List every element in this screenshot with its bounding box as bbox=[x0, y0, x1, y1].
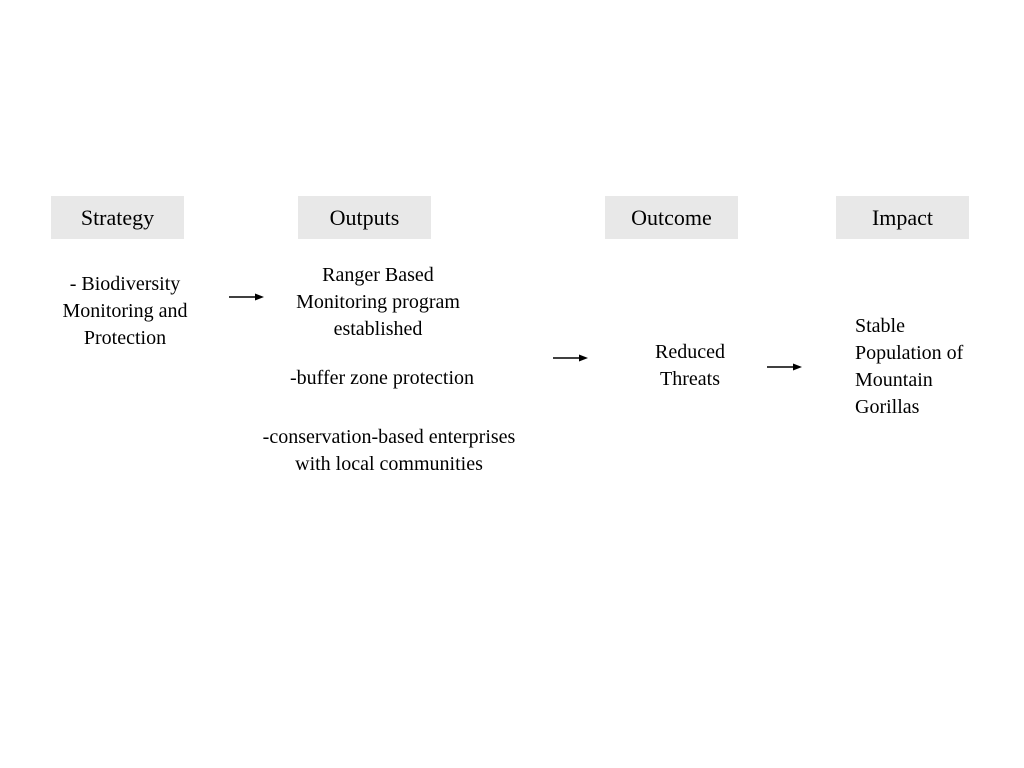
arrow-outputs-to-outcome bbox=[553, 353, 589, 363]
impact-text: Stable Population of Mountain Gorillas bbox=[855, 315, 964, 418]
strategy-text: - Biodiversity Monitoring and Protection bbox=[62, 273, 188, 349]
header-outputs: Outputs bbox=[298, 196, 431, 239]
output-item-ranger-monitoring: Ranger Based Monitoring program establis… bbox=[296, 264, 460, 340]
header-impact: Impact bbox=[836, 196, 969, 239]
header-strategy-label: Strategy bbox=[80, 204, 155, 230]
arrow-right-icon bbox=[767, 363, 802, 371]
output-item-buffer-zone: -buffer zone protection bbox=[290, 367, 474, 389]
header-outcome: Outcome bbox=[605, 196, 738, 239]
arrow-right-icon bbox=[229, 293, 264, 301]
header-impact-label: Impact bbox=[871, 204, 934, 230]
header-outputs-label: Outputs bbox=[329, 204, 400, 230]
arrow-right-icon bbox=[553, 354, 588, 362]
output-item-conservation-enterprises: -conservation-based enterprises with loc… bbox=[262, 426, 516, 475]
arrow-outcome-to-impact bbox=[767, 362, 803, 372]
header-outcome-label: Outcome bbox=[631, 204, 712, 230]
arrow-strategy-to-outputs bbox=[229, 292, 265, 302]
outcome-text: Reduced Threats bbox=[655, 341, 725, 390]
header-strategy: Strategy bbox=[51, 196, 184, 239]
